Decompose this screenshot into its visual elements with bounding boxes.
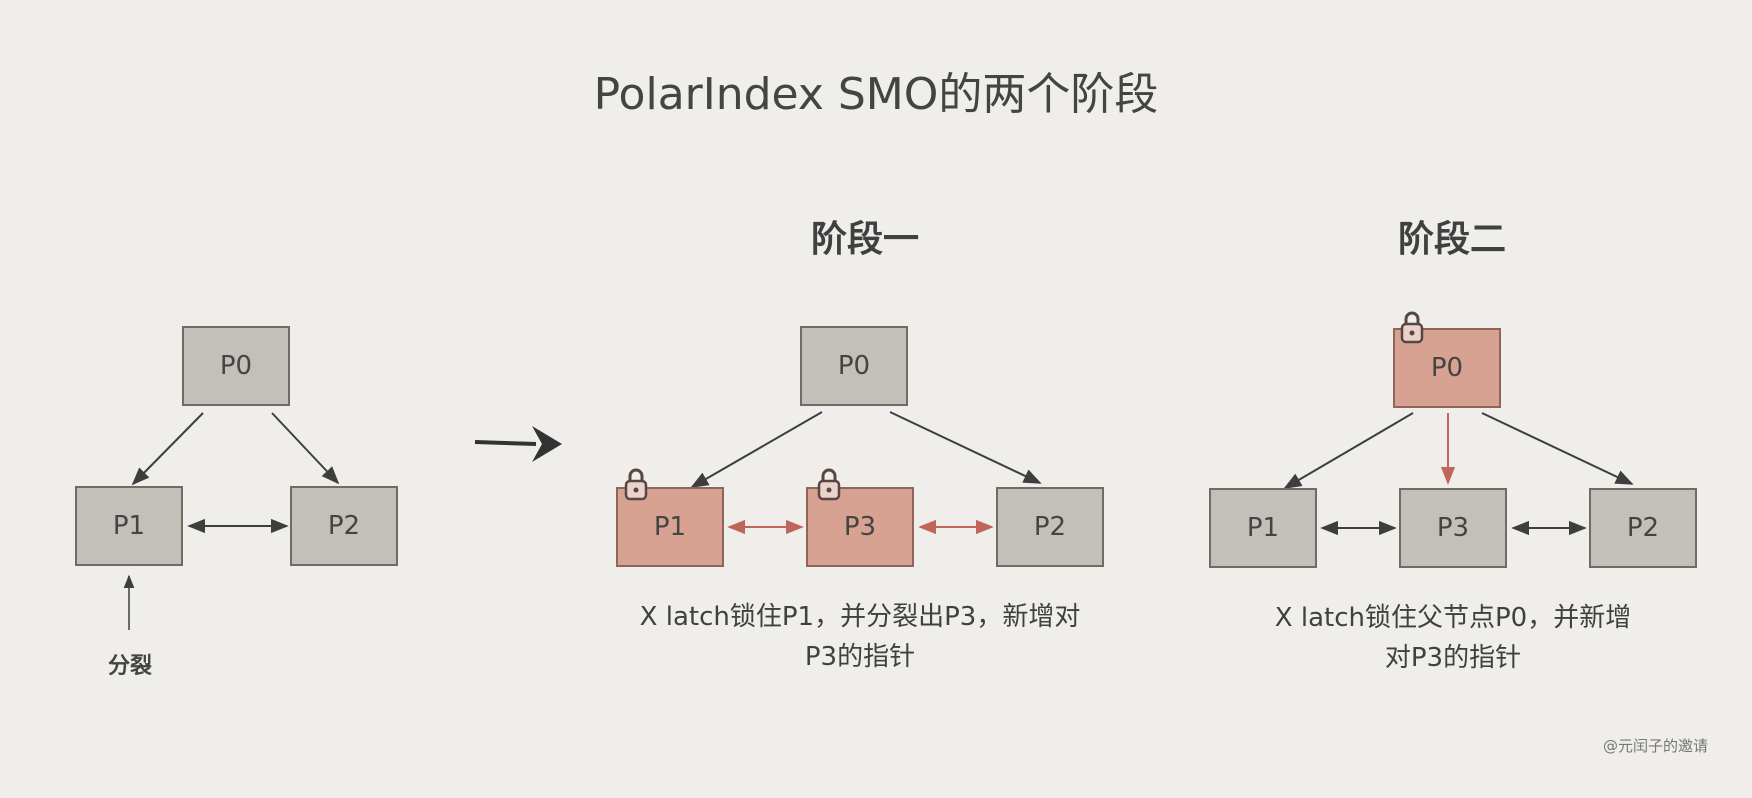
node-label: P3 [1436, 513, 1470, 543]
watermark: @元闰子的邀请 [1602, 737, 1708, 755]
node-label: P2 [1626, 513, 1660, 543]
phase1-caption: X latch锁住P1，并分裂出P3，新增对 P3的指针 [600, 597, 1120, 677]
node-p3-phase2: P3 [1399, 488, 1507, 568]
node-label: P2 [327, 511, 361, 541]
node-p0-phase1: P0 [800, 326, 908, 406]
node-label: P0 [837, 351, 871, 381]
node-p1-initial: P1 [75, 486, 183, 566]
edge-p0-p2-phase1 [889, 411, 1042, 484]
lock-icon [1400, 311, 1424, 344]
diagram-title: PolarIndex SMO的两个阶段 [593, 69, 1159, 120]
node-p2-phase2: P2 [1589, 488, 1697, 568]
node-label: P1 [1246, 513, 1280, 543]
phase1-caption-line1: X latch锁住P1，并分裂出P3，新增对 [639, 602, 1081, 632]
lock-icon [624, 468, 648, 501]
phase2-caption: X latch锁住父节点P0，并新增 对P3的指针 [1218, 598, 1688, 678]
node-p1-phase2: P1 [1209, 488, 1317, 568]
phase1-heading: 阶段一 [810, 219, 919, 260]
phase2-caption-line2: 对P3的指针 [1384, 643, 1522, 673]
node-p1-phase1: P1 [616, 487, 724, 567]
node-p0-initial: P0 [182, 326, 290, 406]
phase2-caption-line1: X latch锁住父节点P0，并新增 [1274, 603, 1632, 633]
phase2-heading: 阶段二 [1397, 219, 1506, 260]
node-label: P0 [1430, 353, 1464, 383]
edge-p0-p1-initial [131, 412, 204, 486]
edge-p0-p1-phase2 [1283, 412, 1414, 489]
edge-p0-p1-phase1 [690, 411, 823, 488]
node-p2-phase1: P2 [996, 487, 1104, 567]
node-p3-phase1: P3 [806, 487, 914, 567]
node-label: P0 [219, 351, 253, 381]
node-label: P3 [843, 512, 877, 542]
edge-p0-p2-initial [271, 412, 340, 485]
node-label: P2 [1033, 512, 1067, 542]
node-label: P1 [653, 512, 687, 542]
right-arrow-icon [474, 426, 562, 462]
edge-p0-p2-phase2 [1481, 412, 1634, 485]
split-label: 分裂 [108, 654, 153, 679]
node-label: P1 [112, 511, 146, 541]
phase1-caption-line2: P3的指针 [804, 642, 916, 672]
lock-icon [817, 468, 841, 501]
node-p2-initial: P2 [290, 486, 398, 566]
